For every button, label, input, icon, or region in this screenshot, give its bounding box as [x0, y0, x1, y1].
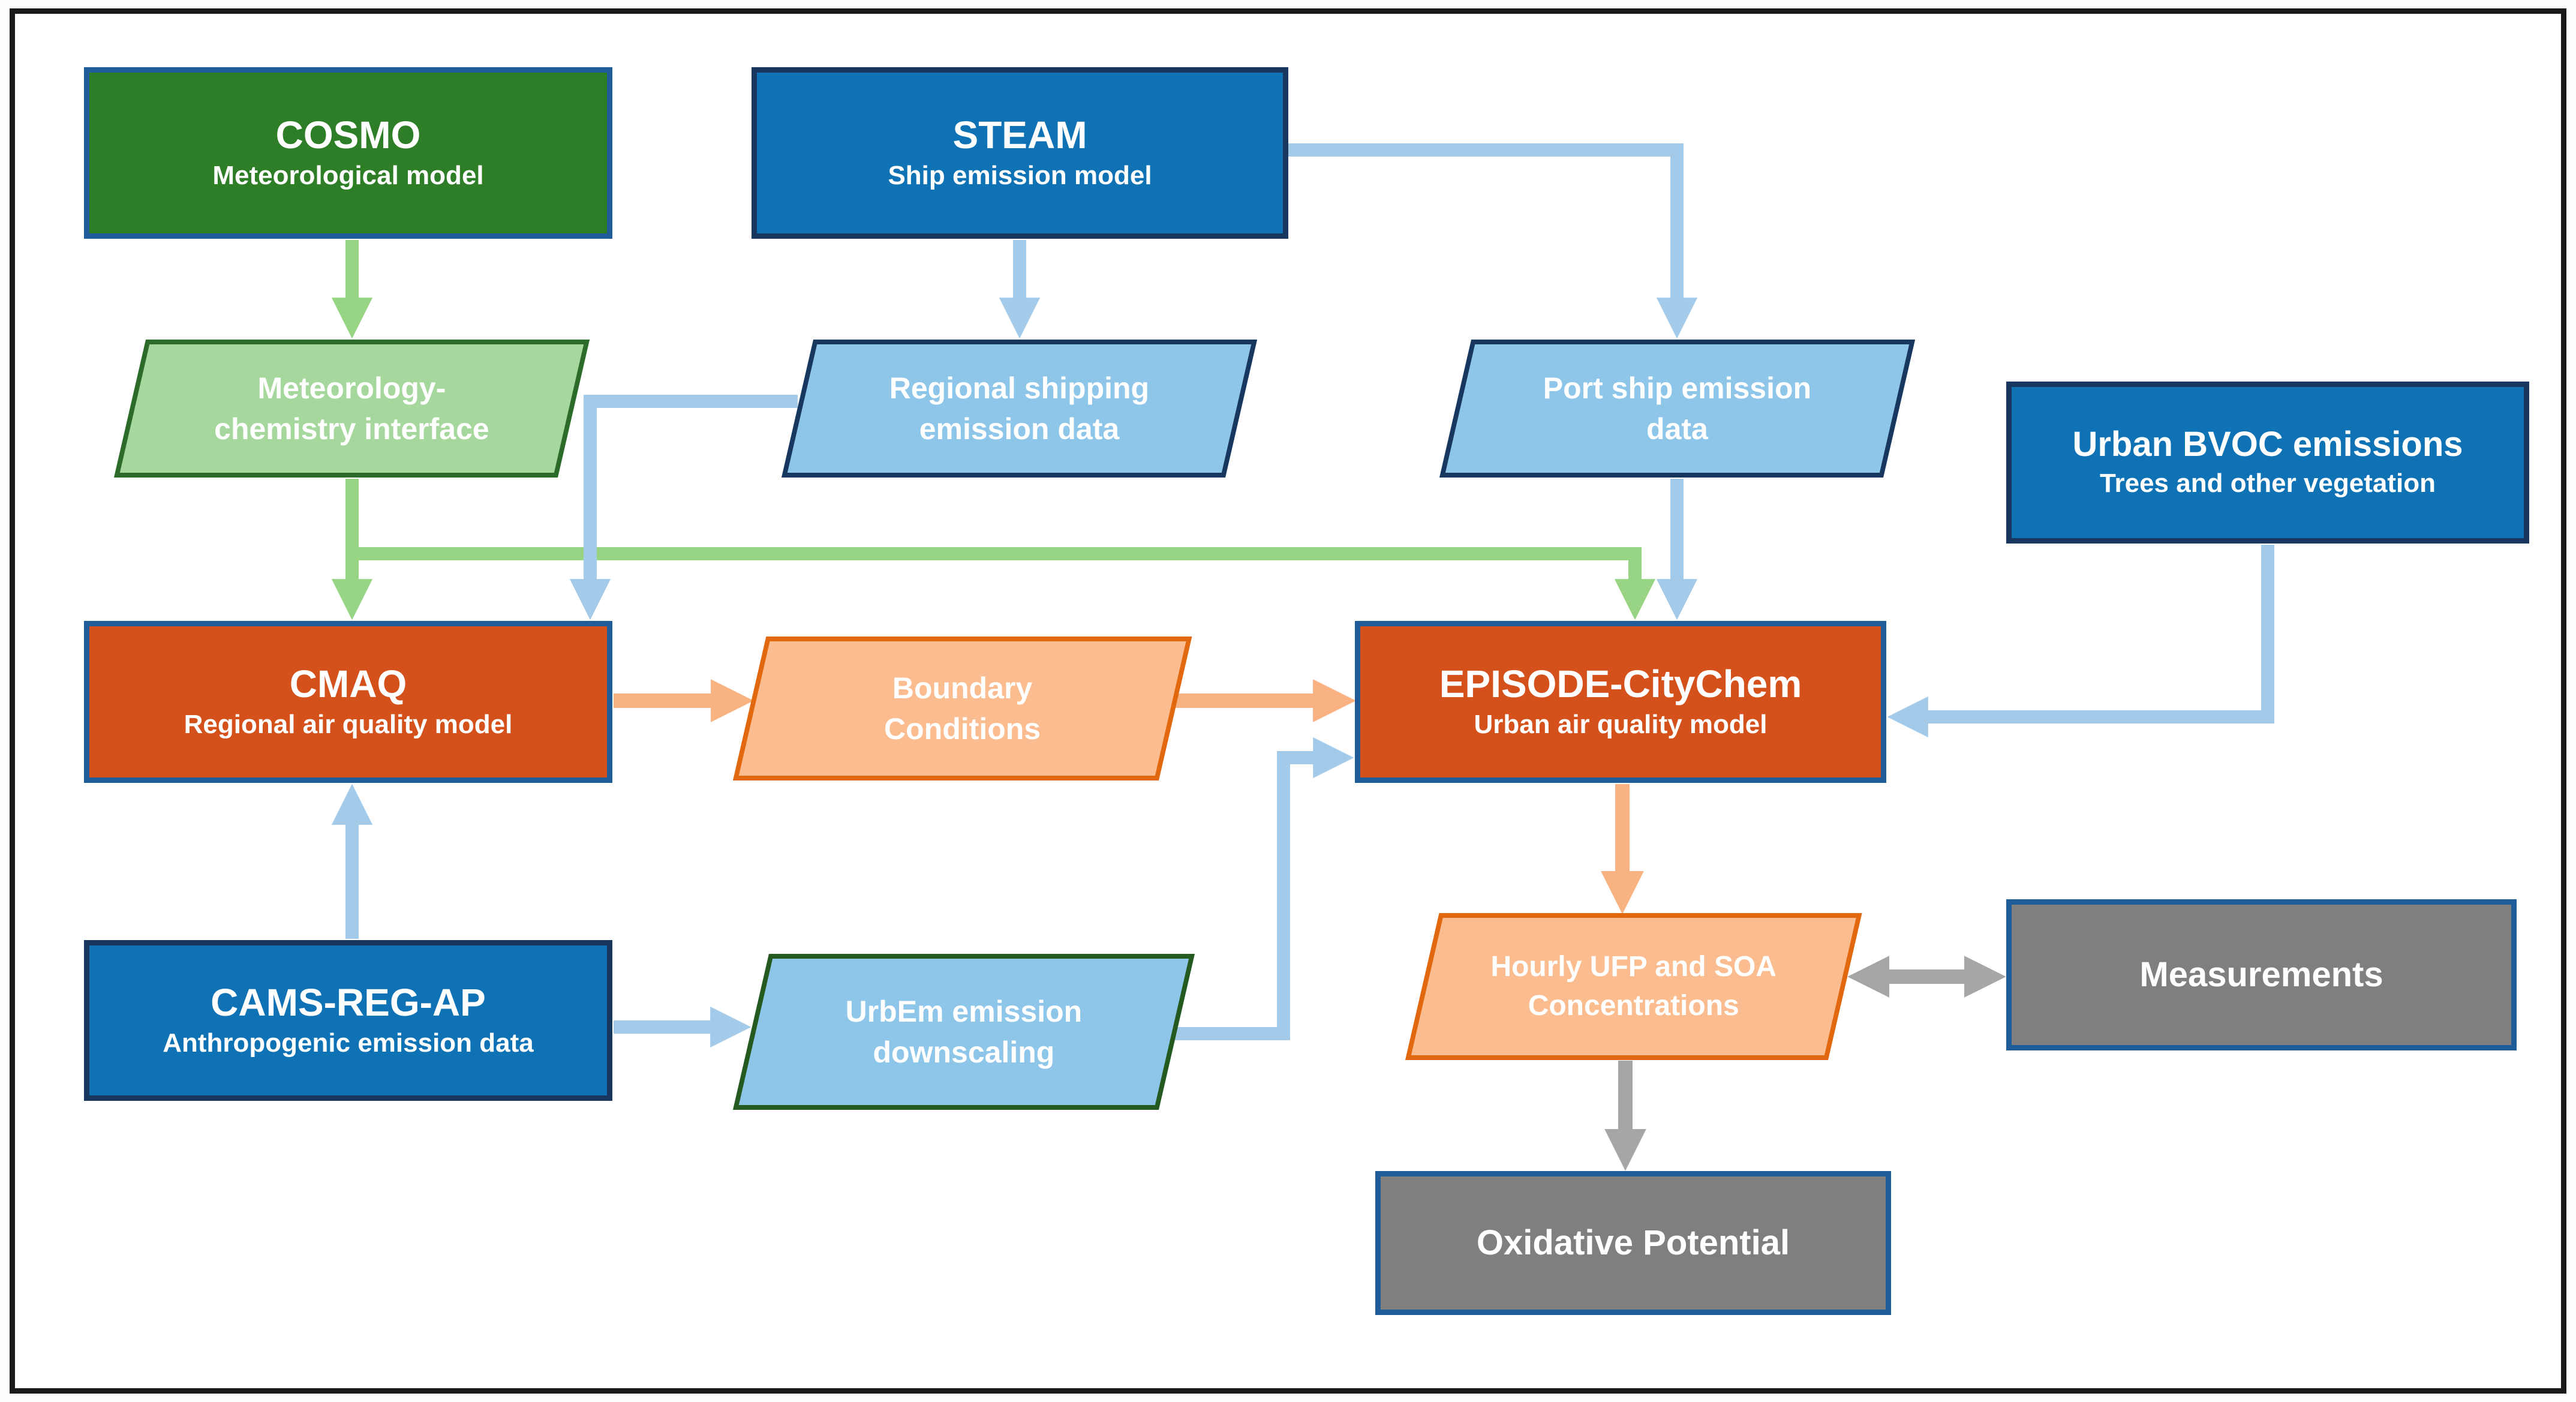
- hourly-line2: Concentrations: [1528, 989, 1739, 1022]
- interface-line1: Meteorology-: [257, 371, 446, 405]
- arrow-steam-to-port-ship: [1288, 143, 1698, 339]
- interface-line2: chemistry interface: [214, 412, 489, 445]
- arrow-interface-to-episode: [352, 547, 1656, 620]
- node-episode-citychem: EPISODE-CityChem Urban air quality model: [1355, 621, 1886, 783]
- node-cmaq: CMAQ Regional air quality model: [84, 621, 612, 783]
- boundary-line2: Conditions: [884, 711, 1041, 745]
- node-cosmo-title: COSMO: [275, 113, 421, 157]
- regional-shipping-line2: emission data: [919, 412, 1120, 445]
- node-oxidative-title: Oxidative Potential: [1476, 1223, 1790, 1262]
- node-cams-subtitle: Anthropogenic emission data: [163, 1028, 534, 1058]
- node-port-ship-emission-data: Port ship emission data: [1439, 340, 1916, 478]
- node-cams-reg-ap: CAMS-REG-AP Anthropogenic emission data: [84, 940, 612, 1101]
- node-steam: STEAM Ship emission model: [752, 67, 1288, 239]
- node-hourly-ufp-soa-concentrations: Hourly UFP and SOA Concentrations: [1405, 913, 1862, 1060]
- port-ship-line2: data: [1646, 412, 1708, 445]
- port-ship-line1: Port ship emission: [1543, 371, 1812, 405]
- node-cmaq-title: CMAQ: [289, 662, 407, 706]
- boundary-line1: Boundary: [892, 671, 1033, 705]
- node-urbem-emission-downscaling: UrbEm emission downscaling: [733, 954, 1195, 1110]
- hourly-line1: Hourly UFP and SOA: [1490, 950, 1777, 983]
- node-regional-shipping-emission-data: Regional shipping emission data: [781, 340, 1258, 478]
- node-meteorology-chemistry-interface: Meteorology- chemistry interface: [114, 340, 590, 478]
- node-measurements: Measurements: [2006, 899, 2517, 1050]
- node-episode-title: EPISODE-CityChem: [1439, 662, 1802, 706]
- node-measurements-title: Measurements: [2139, 954, 2383, 994]
- node-cmaq-subtitle: Regional air quality model: [184, 710, 513, 740]
- arrow-bvoc-to-episode: [1887, 545, 2274, 738]
- node-bvoc-title: Urban BVOC emissions: [2072, 425, 2463, 464]
- arrow-urbem-to-episode: [1173, 737, 1354, 1040]
- arrow-regional-shipping-to-cmaq: [569, 395, 798, 620]
- urbem-line1: UrbEm emission: [845, 994, 1083, 1028]
- urbem-line2: downscaling: [873, 1035, 1055, 1068]
- node-cams-title: CAMS-REG-AP: [211, 981, 486, 1025]
- node-steam-subtitle: Ship emission model: [888, 161, 1152, 191]
- node-cosmo: COSMO Meteorological model: [84, 67, 612, 239]
- node-episode-subtitle: Urban air quality model: [1474, 710, 1768, 740]
- node-urban-bvoc-emissions: Urban BVOC emissions Trees and other veg…: [2006, 382, 2529, 544]
- node-oxidative-potential: Oxidative Potential: [1375, 1171, 1891, 1315]
- node-cosmo-subtitle: Meteorological model: [212, 161, 484, 191]
- node-steam-title: STEAM: [952, 113, 1087, 157]
- node-boundary-conditions: Boundary Conditions: [733, 637, 1192, 780]
- regional-shipping-line1: Regional shipping: [889, 371, 1150, 405]
- node-bvoc-subtitle: Trees and other vegetation: [2100, 469, 2436, 499]
